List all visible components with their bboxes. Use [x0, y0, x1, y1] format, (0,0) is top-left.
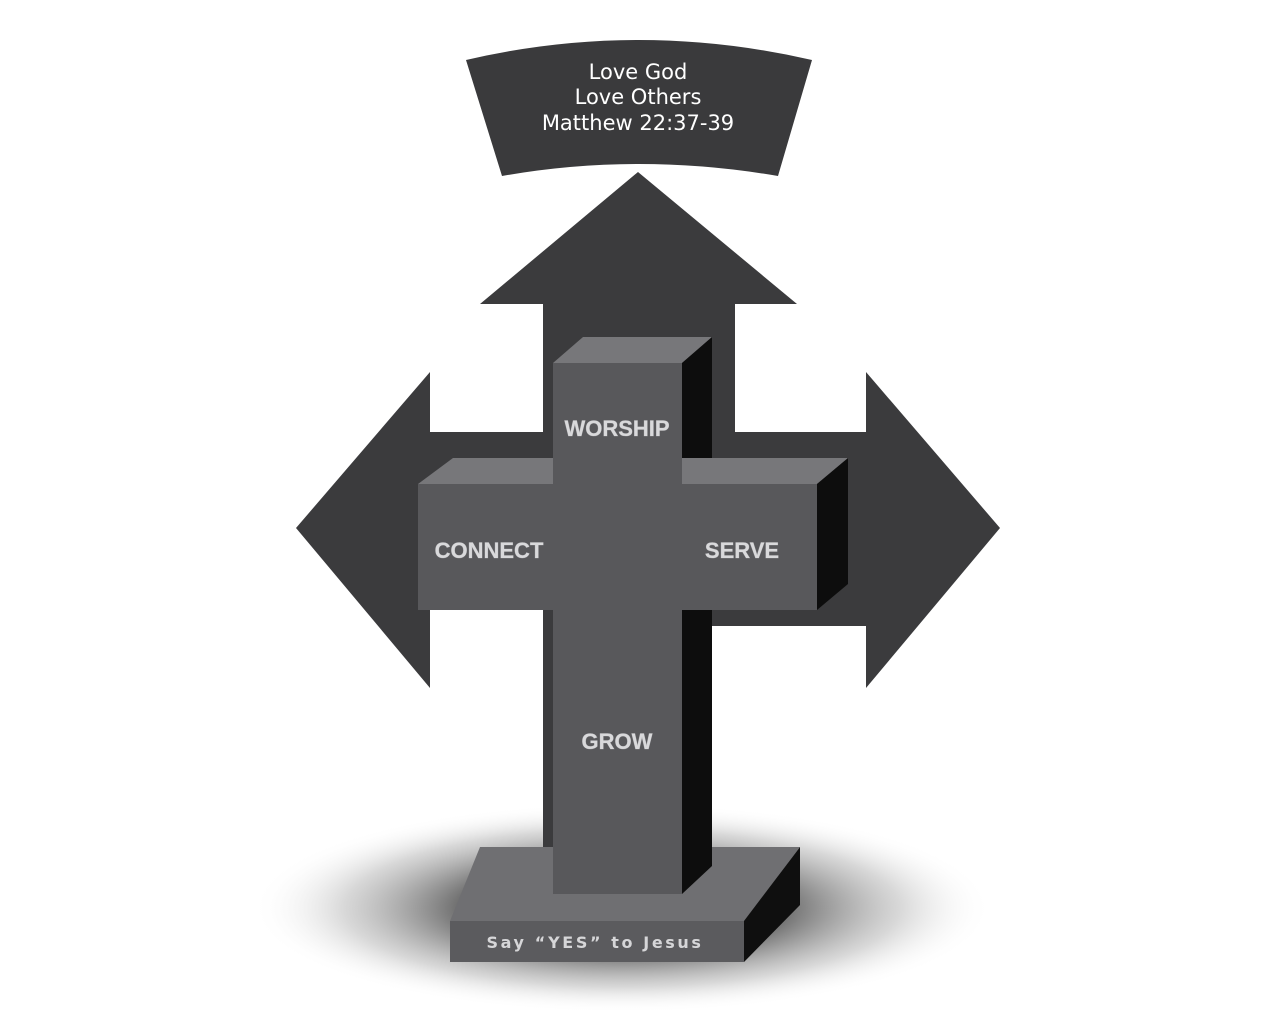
banner-line-3: Matthew 22:37-39: [542, 111, 734, 135]
banner-shape: [466, 40, 812, 176]
label-serve: SERVE: [705, 538, 779, 563]
cross-vertical-side: [682, 337, 712, 894]
label-grow: GROW: [582, 729, 653, 754]
cross-vertical-top: [553, 337, 712, 363]
cross-arm-face: [418, 484, 817, 610]
cross-vertical-face: [553, 363, 682, 894]
banner-line-1: Love God: [589, 60, 688, 84]
banner-line-2: Love Others: [575, 85, 702, 109]
cross-arm-side: [817, 458, 848, 610]
base-label: Say “YES” to Jesus: [486, 933, 703, 952]
base-side: [744, 847, 800, 962]
base-front: [450, 921, 744, 962]
label-worship: WORSHIP: [564, 416, 669, 441]
label-connect: CONNECT: [435, 538, 544, 563]
